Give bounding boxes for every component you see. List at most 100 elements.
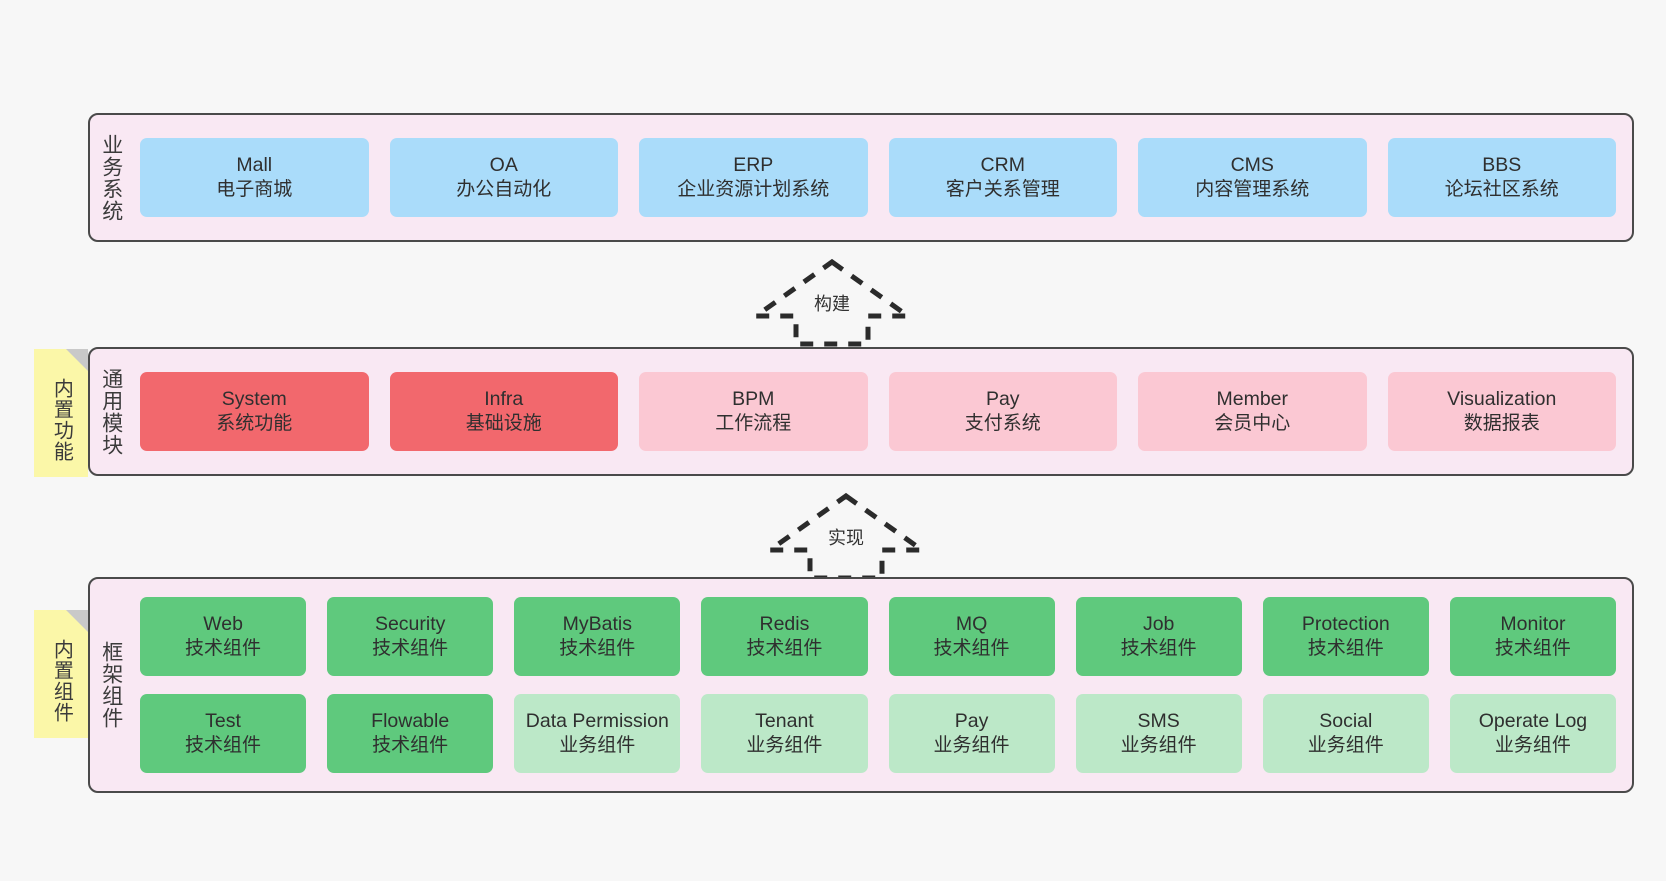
card-title-en: Monitor [1500,612,1566,635]
sticky-note-builtin-features: 内置功能 [34,349,88,477]
card-row: Mall 电子商城 OA 办公自动化 ERP 企业资源计划系统 CRM 客户关系… [140,138,1616,217]
card-row: Web 技术组件 Security 技术组件 MyBatis 技术组件 Redi… [140,597,1616,676]
layer-common-modules: 通用模块 System 系统功能 Infra 基础设施 BPM 工作流程 Pay… [88,347,1634,476]
card-oa[interactable]: OA 办公自动化 [389,138,618,217]
card-bbs[interactable]: BBS 论坛社区系统 [1387,138,1616,217]
card-mall[interactable]: Mall 电子商城 [140,138,369,217]
arrow-implement: 实现 [762,492,930,581]
card-pay-module[interactable]: Pay 支付系统 [888,372,1117,451]
card-title-cn: 支付系统 [964,412,1041,434]
card-title-en: OA [489,153,518,176]
card-title-en: Tenant [755,709,814,732]
sticky-note-builtin-components: 内置组件 [34,610,88,738]
card-title-en: Infra [484,387,524,410]
card-redis[interactable]: Redis 技术组件 [701,597,868,676]
card-row: System 系统功能 Infra 基础设施 BPM 工作流程 Pay 支付系统… [140,372,1616,451]
card-title-en: MQ [955,612,988,635]
card-crm[interactable]: CRM 客户关系管理 [888,138,1117,217]
card-title-en: Flowable [371,709,450,732]
card-title-cn: 论坛社区系统 [1444,178,1559,200]
card-title-en: Pay [985,387,1020,410]
card-cms[interactable]: CMS 内容管理系统 [1138,138,1367,217]
card-mq[interactable]: MQ 技术组件 [888,597,1055,676]
card-title-cn: 技术组件 [185,734,262,756]
card-title-cn: 电子商城 [216,178,293,200]
card-test[interactable]: Test 技术组件 [140,694,307,773]
card-protection[interactable]: Protection 技术组件 [1262,597,1429,676]
card-title-en: Operate Log [1478,709,1588,732]
card-title-cn: 内容管理系统 [1195,178,1310,200]
card-title-cn: 业务组件 [746,734,823,756]
arrow-build: 构建 [748,258,916,347]
arrow-label-implement: 实现 [828,528,864,548]
card-title-cn: 业务组件 [1307,734,1384,756]
card-title-en: MyBatis [562,612,632,635]
card-title-en: Test [205,709,241,732]
card-title-en: CMS [1230,153,1274,176]
card-title-cn: 业务组件 [1494,734,1571,756]
sticky-note-label: 内置组件 [50,639,73,723]
card-flowable[interactable]: Flowable 技术组件 [327,694,494,773]
card-title-en: Social [1319,709,1373,732]
card-member[interactable]: Member 会员中心 [1138,372,1367,451]
card-title-cn: 技术组件 [1307,637,1384,659]
card-title-cn: 技术组件 [372,734,449,756]
layer-business-systems: 业务系统 Mall 电子商城 OA 办公自动化 ERP 企业资源计划系统 CRM… [88,113,1634,242]
arrow-label-build: 构建 [814,294,850,314]
card-title-cn: 系统功能 [216,412,293,434]
card-mybatis[interactable]: MyBatis 技术组件 [514,597,681,676]
card-title-cn: 企业资源计划系统 [677,178,830,200]
card-title-cn: 业务组件 [1120,734,1197,756]
card-title-en: ERP [733,153,774,176]
card-title-en: CRM [980,153,1025,176]
card-sms[interactable]: SMS 业务组件 [1075,694,1242,773]
card-erp[interactable]: ERP 企业资源计划系统 [639,138,868,217]
arrow-up-outline-icon [748,258,916,347]
card-social[interactable]: Social 业务组件 [1262,694,1429,773]
card-title-en: Web [203,612,243,635]
card-title-cn: 技术组件 [1120,637,1197,659]
card-title-en: Job [1142,612,1175,635]
card-title-en: Data Permission [525,709,669,732]
card-title-en: BPM [732,387,775,410]
card-tenant[interactable]: Tenant 业务组件 [701,694,868,773]
layer-title-modules: 通用模块 [99,367,123,456]
sticky-note-label: 内置功能 [50,378,73,462]
card-title-cn: 业务组件 [933,734,1010,756]
card-title-cn: 办公自动化 [456,178,552,200]
card-title-cn: 会员中心 [1214,412,1291,434]
card-infra[interactable]: Infra 基础设施 [389,372,618,451]
card-system[interactable]: System 系统功能 [140,372,369,451]
card-pay-component[interactable]: Pay 业务组件 [888,694,1055,773]
card-title-en: Redis [759,612,810,635]
card-title-cn: 技术组件 [372,637,449,659]
card-title-en: System [221,387,287,410]
card-title-cn: 数据报表 [1463,412,1540,434]
layer-body-business: Mall 电子商城 OA 办公自动化 ERP 企业资源计划系统 CRM 客户关系… [132,115,1632,240]
card-title-cn: 技术组件 [746,637,823,659]
card-monitor[interactable]: Monitor 技术组件 [1449,597,1616,676]
layer-framework-components: 框架组件 Web 技术组件 Security 技术组件 MyBatis 技术组件… [88,577,1634,793]
card-title-en: Protection [1301,612,1390,635]
card-job[interactable]: Job 技术组件 [1075,597,1242,676]
card-bpm[interactable]: BPM 工作流程 [639,372,868,451]
card-title-en: SMS [1137,709,1180,732]
card-title-cn: 技术组件 [185,637,262,659]
card-row: Test 技术组件 Flowable 技术组件 Data Permission … [140,694,1616,773]
card-title-cn: 业务组件 [559,734,636,756]
card-operate-log[interactable]: Operate Log 业务组件 [1449,694,1616,773]
card-title-cn: 技术组件 [933,637,1010,659]
card-visualization[interactable]: Visualization 数据报表 [1387,372,1616,451]
card-title-en: Security [374,612,446,635]
layer-body-framework: Web 技术组件 Security 技术组件 MyBatis 技术组件 Redi… [132,579,1632,791]
layer-title-business: 业务系统 [99,133,123,222]
card-title-cn: 技术组件 [559,637,636,659]
card-web[interactable]: Web 技术组件 [140,597,307,676]
card-title-en: BBS [1482,153,1522,176]
card-security[interactable]: Security 技术组件 [327,597,494,676]
card-data-permission[interactable]: Data Permission 业务组件 [514,694,681,773]
card-title-en: Visualization [1447,387,1557,410]
card-title-cn: 技术组件 [1494,637,1571,659]
card-title-en: Member [1216,387,1289,410]
